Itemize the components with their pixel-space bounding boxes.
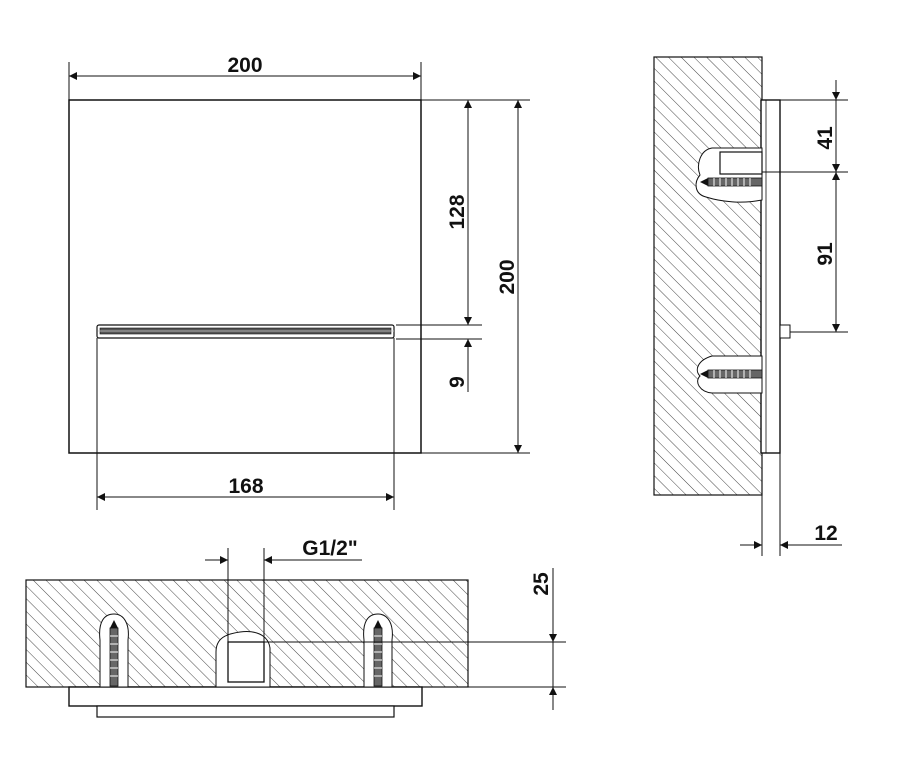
- depth-label: 12: [814, 522, 837, 545]
- width-label: 200: [227, 54, 262, 77]
- top-offset-label: 41: [814, 126, 837, 150]
- side-view: 41 91 12: [653, 56, 848, 556]
- lower-screw: [700, 369, 763, 379]
- right-screw: [373, 620, 383, 687]
- side-outlet-nub: [779, 324, 791, 339]
- connection-label: G1/2": [302, 537, 357, 560]
- front-view: 200 200 128 9 168: [68, 54, 530, 510]
- outlet-slot: [96, 324, 395, 339]
- bottom-view: G1/2" 25: [25, 537, 566, 718]
- bottom-depth-label: 25: [530, 572, 553, 596]
- bottom-plate-front: [96, 705, 395, 718]
- slot-width-label: 168: [228, 475, 263, 498]
- left-screw: [109, 620, 119, 687]
- slot-height-label: 9: [446, 376, 469, 388]
- slot-offset-label: 128: [446, 194, 469, 229]
- water-connection: [227, 641, 265, 683]
- side-plate: [760, 99, 781, 454]
- connector-block: [719, 151, 763, 175]
- height-label: 200: [496, 259, 519, 294]
- spacing-label: 91: [814, 242, 837, 266]
- upper-screw: [700, 177, 763, 187]
- wall-section: [653, 56, 763, 496]
- front-plate: [68, 99, 422, 454]
- bottom-plate: [68, 686, 423, 707]
